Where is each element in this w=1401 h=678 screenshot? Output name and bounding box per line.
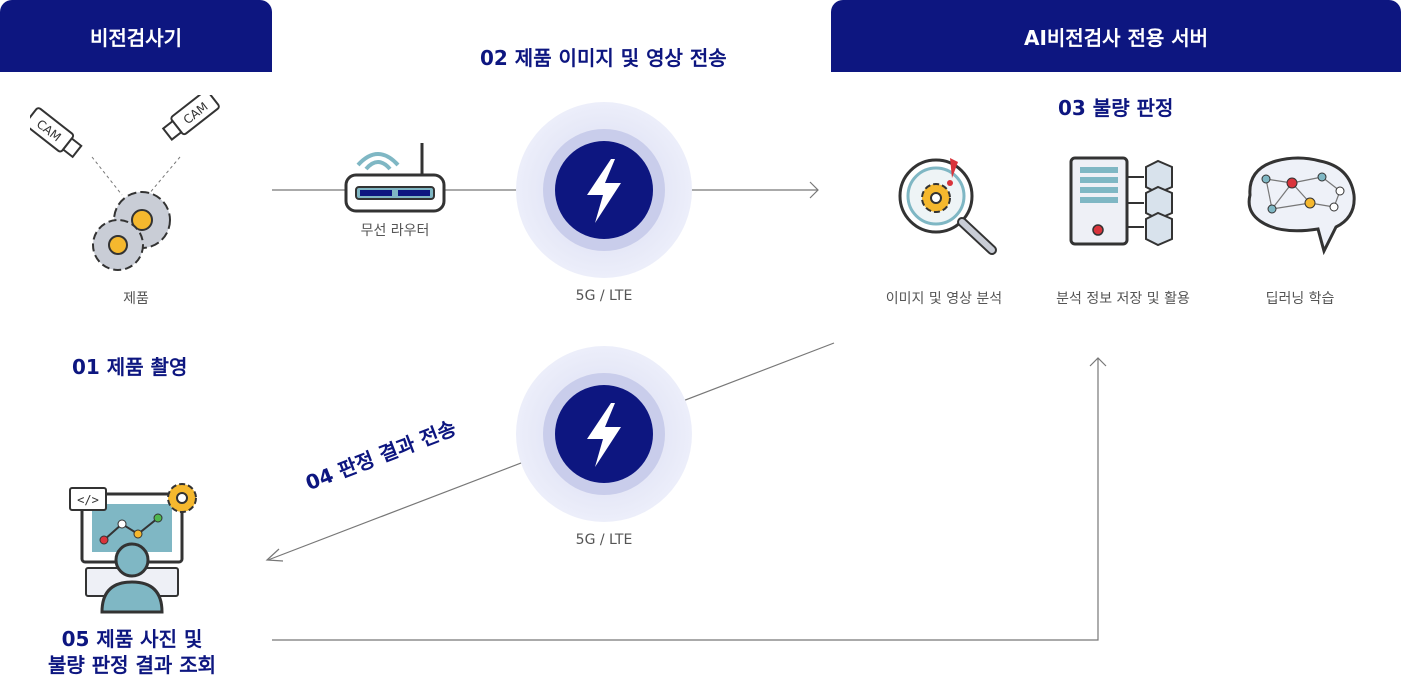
network-bottom-circle bbox=[516, 346, 692, 522]
router-icon bbox=[344, 143, 446, 213]
magnifier-icon bbox=[898, 158, 997, 255]
network-bottom-label: 5G / LTE bbox=[575, 532, 633, 548]
camera-icon: CAM bbox=[30, 107, 83, 159]
storage-label: 분석 정보 저장 및 활용 bbox=[1056, 291, 1190, 307]
lightning-icon bbox=[587, 159, 621, 223]
lightning-icon bbox=[587, 403, 621, 467]
vision-inspector-header: 비전검사기 bbox=[0, 0, 272, 72]
product-label: 제품 bbox=[123, 291, 149, 307]
brain-icon bbox=[1247, 156, 1356, 255]
server-icon bbox=[1069, 156, 1173, 247]
network-top-circle bbox=[516, 102, 692, 278]
step-05-line2: 불량 판정 결과 조회 bbox=[47, 653, 217, 677]
camera-product-illustration: CAM CAM bbox=[30, 95, 220, 271]
router-label: 무선 라우터 bbox=[360, 223, 430, 239]
step-05-line1: 05 제품 사진 및 bbox=[61, 627, 203, 651]
network-top-label: 5G / LTE bbox=[575, 288, 633, 304]
ai-server-header: AI비전검사 전용 서버 bbox=[831, 0, 1401, 72]
step-03-label: 03 불량 판정 bbox=[1058, 96, 1174, 120]
gear-icon bbox=[92, 191, 171, 271]
camera-icon: CAM bbox=[161, 95, 220, 141]
step-01-label: 01 제품 촬영 bbox=[72, 355, 188, 379]
user-computer-icon: </> bbox=[69, 483, 197, 614]
code-tag-label: </> bbox=[77, 493, 99, 507]
analysis-label: 이미지 및 영상 분석 bbox=[885, 291, 1003, 307]
deep-learning-label: 딥러닝 학습 bbox=[1265, 291, 1335, 307]
step-02-label: 02 제품 이미지 및 영상 전송 bbox=[480, 46, 727, 70]
step-05-label: 05 제품 사진 및 불량 판정 결과 조회 bbox=[0, 626, 264, 678]
